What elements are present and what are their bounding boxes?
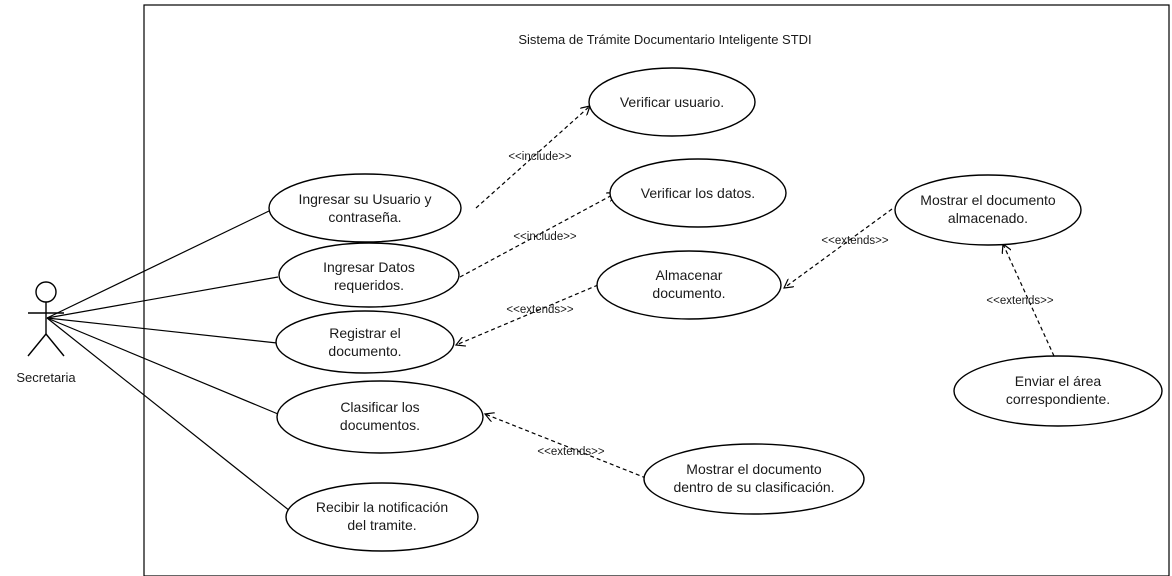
actor-left-leg bbox=[27, 333, 47, 357]
use-case-label-line-1: Registrar el bbox=[329, 325, 401, 341]
actor-right-leg bbox=[45, 333, 65, 357]
use-case-label-line-1: Recibir la notificación bbox=[316, 499, 448, 515]
use-case-label-line-1: Ingresar Datos bbox=[323, 259, 415, 275]
assoc-ingresar-usuario bbox=[46, 210, 270, 319]
use-case-label-line-2: dentro de su clasificación. bbox=[673, 479, 834, 495]
use-case-label-line-1: Mostrar el documento bbox=[920, 192, 1056, 208]
use-case-label-line-2: del tramite. bbox=[347, 517, 416, 533]
use-case-label-line-1: Clasificar los bbox=[340, 399, 419, 415]
use-case-label-line-2: correspondiente. bbox=[1006, 391, 1110, 407]
use-case-label-line-1: Enviar el área bbox=[1015, 373, 1102, 389]
system-boundary bbox=[143, 4, 1170, 576]
use-case-enviar-area: Enviar el área correspondiente. bbox=[953, 355, 1163, 427]
extends-registrar bbox=[456, 284, 599, 345]
assoc-recibir bbox=[46, 317, 291, 512]
use-case-verificar-usuario: Verificar usuario. bbox=[588, 67, 756, 137]
system-title: Sistema de Trámite Documentario Intelige… bbox=[518, 32, 811, 47]
extends-label-enviar: <<extends>> bbox=[986, 295, 1053, 307]
extends-label-registrar: <<extends>> bbox=[506, 304, 573, 316]
assoc-ingresar-datos bbox=[46, 276, 279, 319]
use-case-label-line-2: documento. bbox=[652, 285, 725, 301]
use-case-label-line-2: documentos. bbox=[340, 417, 420, 433]
use-case-mostrar-almacenado: Mostrar el documento almacenado. bbox=[894, 174, 1082, 246]
include-label-2: <<include>> bbox=[513, 231, 577, 243]
include-verificar-datos bbox=[459, 193, 616, 278]
extends-label-clasificar: <<extends>> bbox=[537, 446, 604, 458]
extends-clasificar bbox=[485, 414, 647, 479]
use-case-registrar: Registrar el documento. bbox=[275, 310, 455, 374]
use-case-label-line-1: Ingresar su Usuario y bbox=[298, 191, 431, 207]
use-case-label-line-1: Mostrar el documento bbox=[686, 461, 822, 477]
use-case-label-line-2: documento. bbox=[328, 343, 401, 359]
associations bbox=[46, 210, 291, 512]
actor-label: Secretaria bbox=[16, 370, 76, 385]
use-case-mostrar-clasificacion: Mostrar el documento dentro de su clasif… bbox=[643, 443, 865, 515]
include-label-1: <<include>> bbox=[508, 151, 572, 163]
actor-secretaria: Secretaria bbox=[16, 281, 76, 385]
include-verificar-usuario bbox=[475, 106, 590, 209]
use-case-label-line-1: Almacenar bbox=[656, 267, 723, 283]
extends-almacenado bbox=[784, 208, 893, 288]
use-case-label: Verificar usuario. bbox=[620, 94, 724, 110]
use-case-ingresar-datos: Ingresar Datos requeridos. bbox=[278, 242, 460, 308]
actor-head bbox=[35, 281, 57, 303]
extends-label-almacenado: <<extends>> bbox=[821, 235, 888, 247]
use-case-almacenar: Almacenar documento. bbox=[596, 250, 782, 320]
use-case-ingresar-usuario: Ingresar su Usuario y contraseña. bbox=[268, 173, 462, 243]
use-case-label-line-2: requeridos. bbox=[334, 277, 404, 293]
use-case-label: Verificar los datos. bbox=[641, 185, 755, 201]
use-case-clasificar: Clasificar los documentos. bbox=[276, 380, 484, 454]
use-case-label-line-2: contraseña. bbox=[328, 209, 401, 225]
assoc-registrar bbox=[46, 317, 278, 344]
use-case-verificar-datos: Verificar los datos. bbox=[609, 158, 787, 228]
assoc-clasificar bbox=[46, 317, 279, 415]
use-case-label-line-2: almacenado. bbox=[948, 210, 1028, 226]
dependencies: <<include>> <<include>> <<extends>> <<ex… bbox=[456, 106, 1055, 479]
use-case-recibir-notificacion: Recibir la notificación del tramite. bbox=[285, 482, 479, 552]
